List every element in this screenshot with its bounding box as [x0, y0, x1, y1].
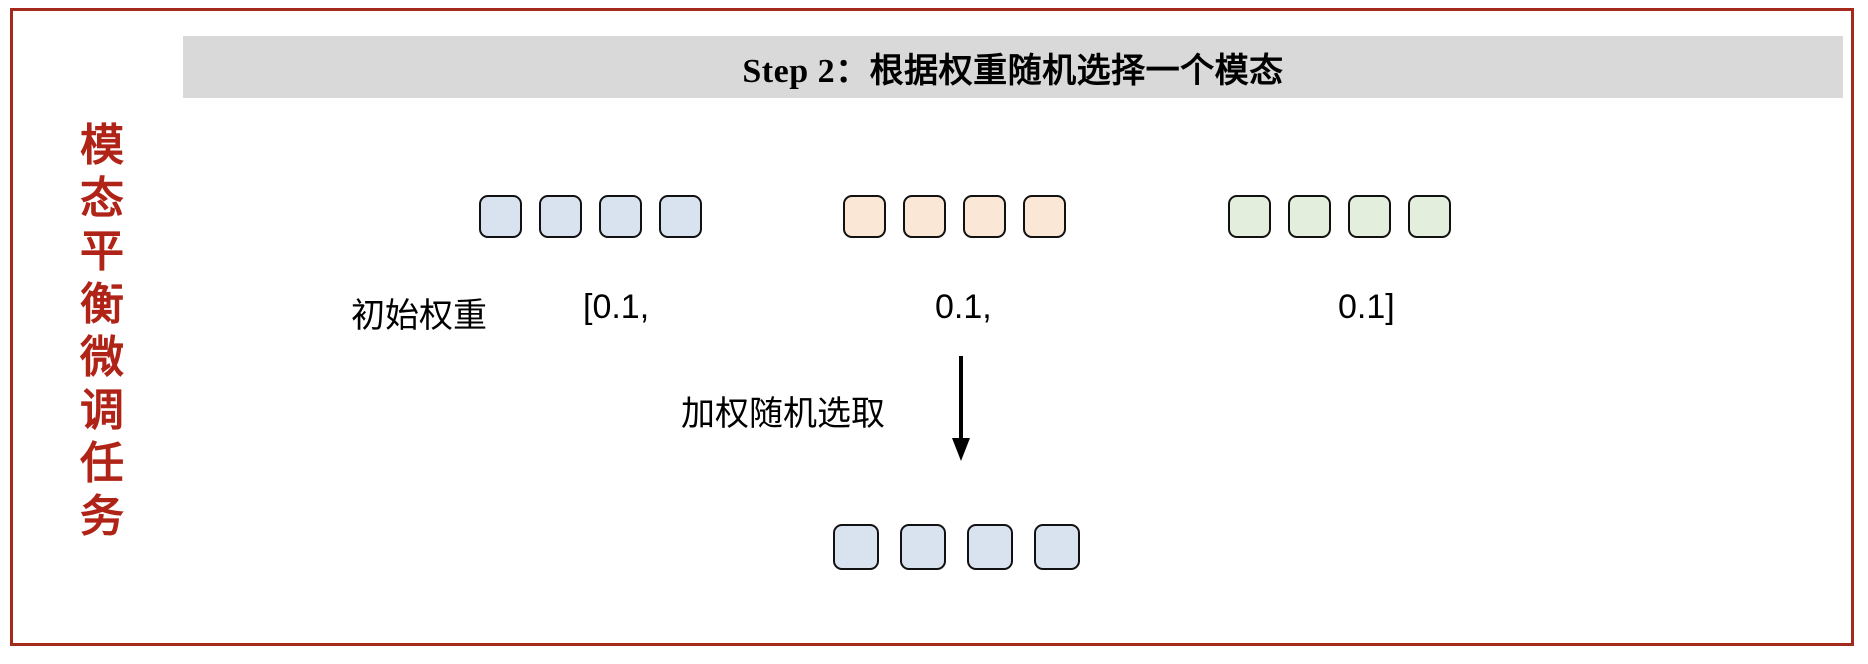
initial-weights-label: 初始权重 — [351, 297, 487, 335]
token-box — [1023, 195, 1066, 238]
token-box — [599, 195, 642, 238]
token-box — [967, 524, 1013, 570]
side-label-char: 衡 — [80, 280, 124, 329]
token-group-modality-green — [1228, 195, 1451, 238]
side-label-char: 模 — [80, 121, 124, 170]
token-box — [833, 524, 879, 570]
token-box — [1348, 195, 1391, 238]
token-box — [1288, 195, 1331, 238]
side-label-char: 平 — [80, 227, 124, 276]
title-banner: Step 2：根据权重随机选择一个模态 — [183, 36, 1843, 98]
token-box — [843, 195, 886, 238]
side-label-char: 务 — [80, 492, 124, 541]
token-box — [479, 195, 522, 238]
token-box — [1034, 524, 1080, 570]
side-label-char: 态 — [80, 174, 124, 223]
token-box — [539, 195, 582, 238]
token-box — [900, 524, 946, 570]
token-box — [1228, 195, 1271, 238]
page-title: Step 2：根据权重随机选择一个模态 — [742, 52, 1284, 90]
token-group-modality-blue — [479, 195, 702, 238]
weight-value-peach: 0.1, — [935, 288, 992, 326]
figure-frame: Step 2：根据权重随机选择一个模态 模 态 平 衡 微 调 任 务 初始权重… — [10, 8, 1854, 646]
side-label-modality-balance-task: 模 态 平 衡 微 调 任 务 — [71, 119, 133, 543]
weight-value-green: 0.1] — [1338, 288, 1395, 326]
arrow-down-icon — [952, 356, 970, 461]
weight-value-blue: [0.1, — [583, 288, 650, 326]
token-box — [963, 195, 1006, 238]
side-label-char: 微 — [80, 333, 124, 382]
token-box — [659, 195, 702, 238]
token-box — [903, 195, 946, 238]
token-group-modality-peach — [843, 195, 1066, 238]
token-group-selected-modality — [833, 524, 1080, 570]
token-box — [1408, 195, 1451, 238]
weighted-random-selection-label: 加权随机选取 — [681, 395, 885, 433]
side-label-char: 任 — [80, 439, 124, 488]
side-label-char: 调 — [80, 386, 124, 435]
